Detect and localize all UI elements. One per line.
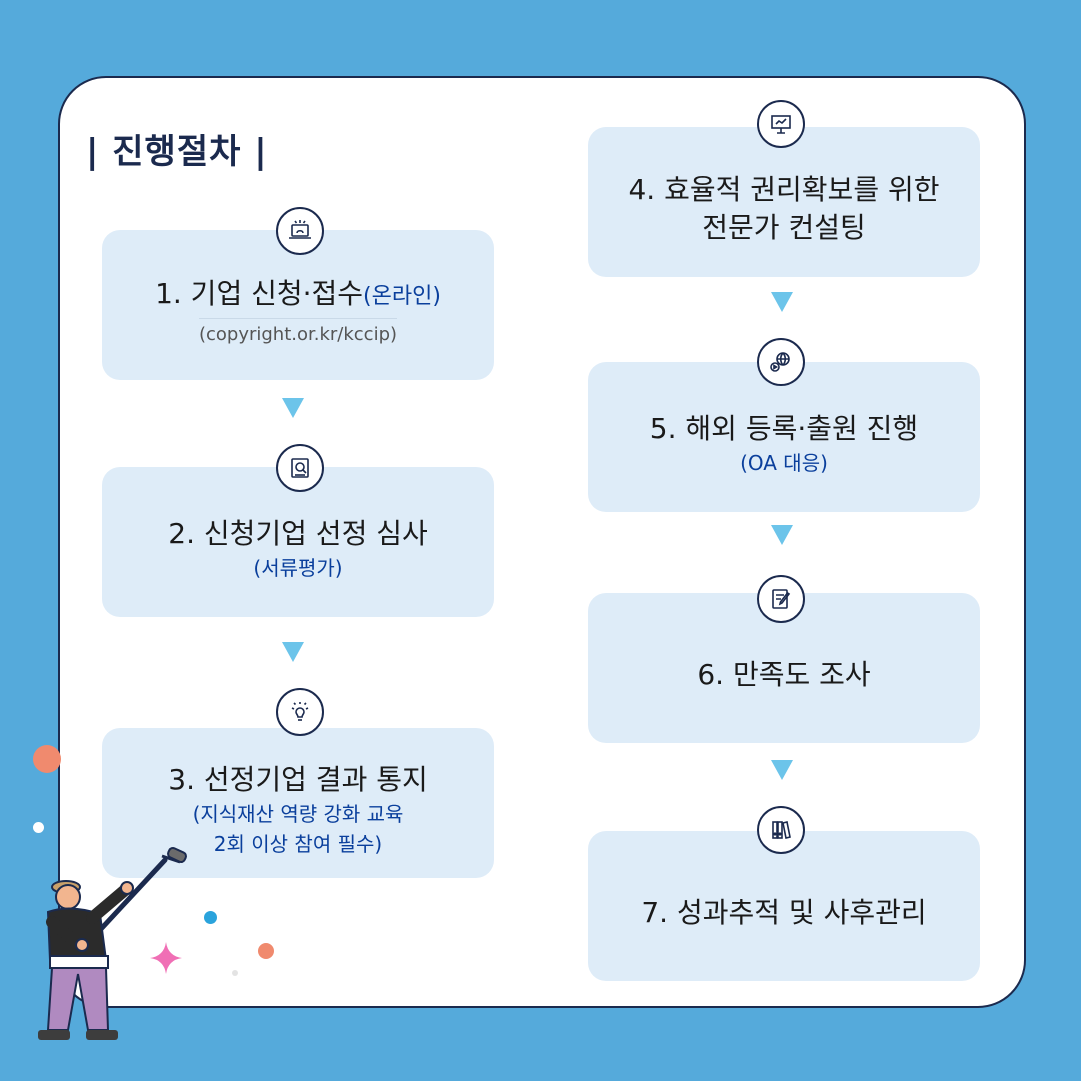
step-3-title: 3. 선정기업 결과 통지: [168, 763, 428, 796]
arrow-4-5: [771, 292, 793, 312]
step-7-title: 7. 성과추적 및 사후관리: [641, 896, 927, 929]
step-6-title: 6. 만족도 조사: [697, 658, 871, 691]
edit-document-icon: [757, 575, 805, 623]
arrow-6-7: [771, 760, 793, 780]
decor-dot-white: [33, 822, 44, 833]
arrow-1-2: [282, 398, 304, 418]
globe-play-icon: [757, 338, 805, 386]
person-with-microphone-illustration: [38, 846, 187, 1040]
step-4-box: 4. 효율적 권리확보를 위한 전문가 컨설팅: [588, 127, 980, 277]
lightbulb-icon: [276, 688, 324, 736]
sparkle-icon: [150, 942, 182, 974]
step-1-title: 1. 기업 신청·접수: [155, 277, 364, 310]
step-2-note: (서류평가): [253, 556, 343, 580]
arrow-5-6: [771, 525, 793, 545]
decor-dot-gray: [232, 970, 238, 976]
step-5-title: 5. 해외 등록·출원 진행: [649, 412, 919, 445]
binders-icon: [757, 806, 805, 854]
document-search-icon: [276, 444, 324, 492]
laptop-icon: [276, 207, 324, 255]
step-1-url: (copyright.or.kr/kccip): [198, 318, 398, 349]
step-7-box: 7. 성과추적 및 사후관리: [588, 831, 980, 981]
presentation-icon: [757, 100, 805, 148]
step-5-box: 5. 해외 등록·출원 진행 (OA 대응): [588, 362, 980, 512]
step-4-title: 4. 효율적 권리확보를 위한 전문가 컨설팅: [628, 173, 940, 244]
step-3-box: 3. 선정기업 결과 통지 (지식재산 역량 강화 교육 2회 이상 참여 필수…: [102, 728, 494, 878]
step-5-note: (OA 대응): [740, 451, 828, 475]
step-1-title-note: (온라인): [363, 284, 441, 309]
decor-dot-orange-large: [33, 745, 61, 773]
step-1-box: 1. 기업 신청·접수(온라인) (copyright.or.kr/kccip): [102, 230, 494, 380]
decor-dot-blue: [204, 911, 217, 924]
section-heading: | 진행절차 |: [86, 132, 268, 172]
step-3-note: (지식재산 역량 강화 교육 2회 이상 참여 필수): [192, 802, 404, 856]
step-2-box: 2. 신청기업 선정 심사 (서류평가): [102, 467, 494, 617]
decor-dot-orange-small: [258, 943, 274, 959]
step-2-title: 2. 신청기업 선정 심사: [168, 517, 428, 550]
arrow-2-3: [282, 642, 304, 662]
